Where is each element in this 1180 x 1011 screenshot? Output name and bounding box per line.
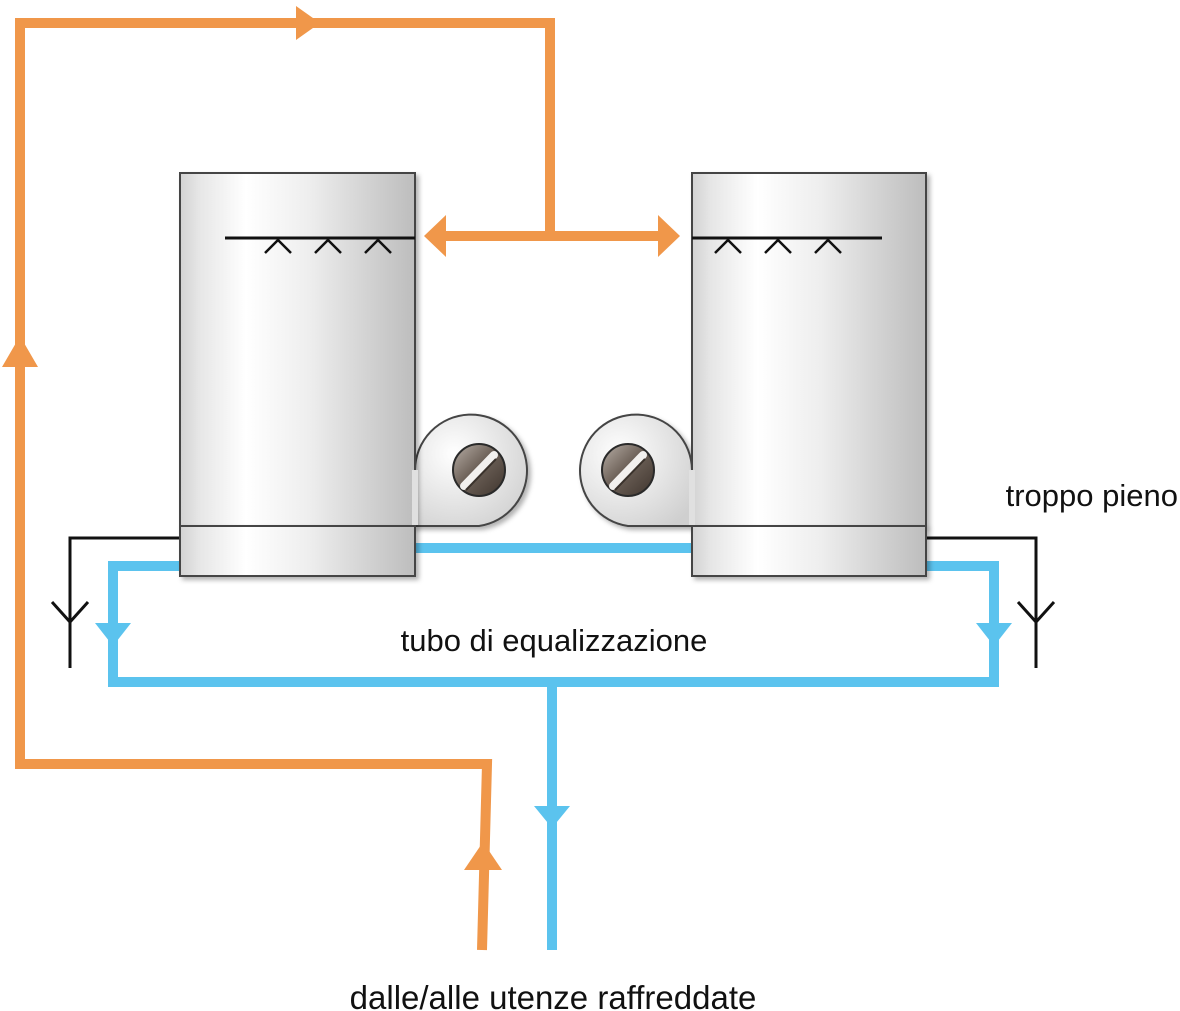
spray-nozzle-icon — [264, 238, 292, 254]
spray-nozzles-right — [714, 238, 842, 254]
equalization-pipe-label: tubo di equalizzazione — [401, 623, 708, 658]
cold-arrow-right-down-icon — [976, 623, 1012, 646]
pump-knob-slot-shade-right — [614, 458, 646, 491]
cold-arrow-left-down-icon — [95, 623, 131, 646]
hot-pipe-loop — [15, 18, 555, 951]
hot-arrow-top-icon — [296, 6, 320, 40]
spray-nozzle-icon — [764, 238, 792, 254]
tank-right — [579, 172, 927, 577]
spray-nozzle-icon — [714, 238, 742, 254]
hot-water-pipe — [2, 6, 680, 951]
tank-right-basin — [691, 525, 927, 577]
drain-funnel-right-icon — [1016, 600, 1056, 625]
distributor-arrow-right-icon — [658, 215, 680, 257]
hot-arrow-bottom-up-icon — [464, 842, 502, 870]
tank-right-body — [691, 172, 927, 527]
bottom-caption: dalle/alle utenze raffreddate — [350, 979, 757, 1011]
pump-knob-slot-right — [609, 451, 647, 490]
pump-right-connector — [689, 470, 695, 525]
overflow-drains — [50, 536, 1056, 668]
drain-line-right — [926, 536, 1038, 668]
spray-nozzle-icon — [814, 238, 842, 254]
distributor-arrow-left-icon — [424, 215, 446, 257]
hot-arrow-left-up-icon — [2, 336, 38, 367]
pump-knob-slot-left — [460, 451, 498, 490]
tank-left — [179, 172, 528, 577]
spray-nozzles-left — [264, 238, 392, 254]
pump-left-connector — [412, 470, 418, 525]
drain-funnel-left-icon — [50, 600, 90, 625]
pump-knob-slot-shade-left — [465, 458, 497, 491]
drain-line-left — [68, 536, 180, 668]
overflow-label: troppo pieno — [1006, 478, 1178, 513]
cold-arrow-return-down-icon — [534, 806, 570, 828]
cold-water-pipe — [95, 543, 1012, 950]
pump-left — [452, 443, 506, 497]
pump-right — [601, 443, 655, 497]
tank-left-basin — [179, 525, 416, 577]
spray-nozzle-icon — [314, 238, 342, 254]
tank-left-body — [179, 172, 416, 527]
spray-nozzle-icon — [364, 238, 392, 254]
